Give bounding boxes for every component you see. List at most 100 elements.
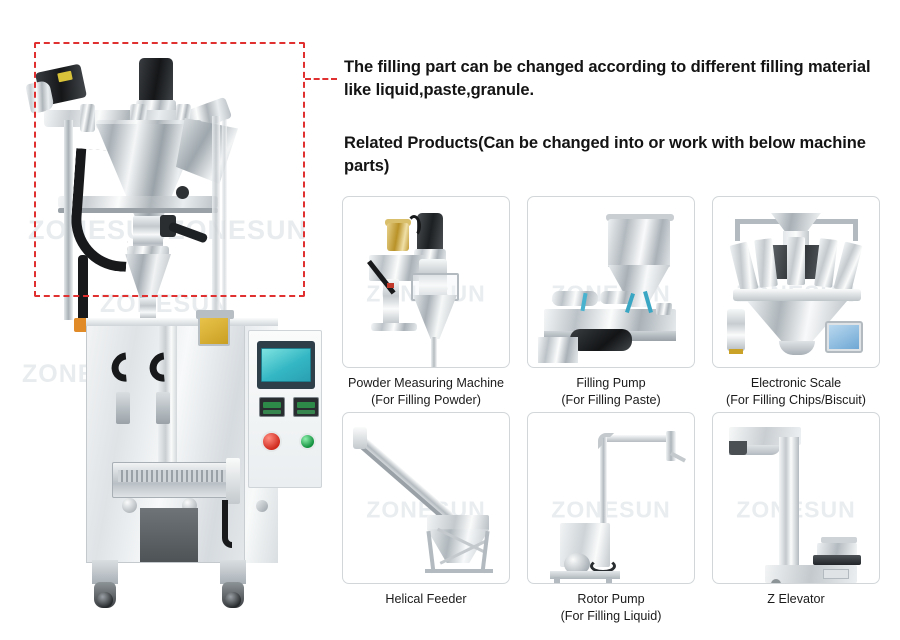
rail-clamp <box>80 104 95 132</box>
product-title: Z Elevator <box>767 592 825 607</box>
pipe-elbow <box>598 433 614 450</box>
control-panel[interactable] <box>248 330 322 488</box>
product-caption: Electronic Scale (For Filling Chips/Bisc… <box>712 375 880 408</box>
weigh-bucket <box>729 241 759 293</box>
hopper-lid <box>606 214 674 221</box>
discharge-nozzle <box>140 298 156 324</box>
powder-cone <box>413 295 457 339</box>
sealing-bar <box>118 470 226 482</box>
product-card[interactable]: ZONESUN <box>342 412 510 585</box>
related-products-grid: ZONESUN <box>342 196 898 624</box>
control-box <box>823 569 849 580</box>
hmi-touchscreen[interactable] <box>261 348 311 382</box>
product-subtitle: (For Filling Paste) <box>561 392 661 407</box>
stand-base <box>538 337 578 363</box>
product-caption: Z Elevator <box>712 591 880 608</box>
display-segment <box>263 410 281 414</box>
horizontal-pipe <box>602 435 674 443</box>
caster-wheel <box>94 582 116 608</box>
discharge-opening <box>140 508 198 562</box>
product-caption: Filling Pump (For Filling Paste) <box>527 375 695 408</box>
powder-measuring-machine-illustration <box>343 197 509 367</box>
hopper-flange <box>127 246 169 256</box>
weigh-bucket <box>787 237 805 285</box>
info-panel: The filling part can be changed accordin… <box>330 0 900 640</box>
weigh-bucket <box>833 241 863 293</box>
cable-loop <box>407 215 421 237</box>
brass-cylinder <box>387 223 409 251</box>
product-cell-rotor-pump: ZONESUN <box>527 412 695 624</box>
start-button[interactable] <box>299 433 316 450</box>
hopper-neck <box>133 216 163 250</box>
film-pull-belt <box>156 392 170 424</box>
digital-controller[interactable] <box>259 397 285 417</box>
product-cell-electronic-scale: ZONESUN <box>712 196 880 408</box>
product-caption: Rotor Pump (For Filling Liquid) <box>527 591 695 624</box>
machine-leg <box>92 560 118 584</box>
sensor-bracket <box>196 310 234 319</box>
power-cord <box>222 500 232 548</box>
frame-arm <box>853 219 858 241</box>
mid-rail <box>58 196 218 208</box>
tall-guide-rod <box>222 120 227 450</box>
frame-base <box>425 569 493 574</box>
product-cell-powder-measuring-machine: ZONESUN <box>342 196 510 408</box>
helical-feeder-illustration <box>343 413 509 583</box>
discharge-chute <box>729 441 747 456</box>
scale-touchscreen <box>829 325 859 349</box>
vertical-post-left <box>64 120 73 320</box>
product-title: Electronic Scale <box>750 376 842 390</box>
feed-tray <box>821 537 857 544</box>
product-card[interactable]: ZONESUN <box>527 412 695 585</box>
headline-filling-part: The filling part can be changed accordin… <box>344 58 871 100</box>
film-pull-belt <box>116 392 130 424</box>
collector-ring <box>733 289 861 301</box>
auger-tube <box>431 337 437 367</box>
adjust-knob <box>176 186 189 199</box>
product-card[interactable]: ZONESUN <box>712 412 880 585</box>
hopper-rim <box>427 515 489 532</box>
digital-controller[interactable] <box>293 397 319 417</box>
auger-body <box>419 259 447 301</box>
display-segment <box>297 402 315 408</box>
adjustable-foot <box>554 577 560 584</box>
piston-cylinder <box>600 291 634 304</box>
feed-hopper <box>427 529 489 564</box>
piston-cylinder <box>552 291 598 306</box>
product-card[interactable]: ZONESUN <box>712 196 880 368</box>
display-segment <box>297 410 315 414</box>
electronic-scale-illustration <box>713 197 879 367</box>
dark-cover <box>570 329 632 351</box>
product-cell-filling-pump: ZONESUN <box>527 196 695 408</box>
headline-related-products: Related Products(Can be changed into or … <box>344 134 866 176</box>
vertical-column <box>779 437 799 574</box>
filling-nozzle <box>656 303 672 315</box>
rotor-pump-illustration <box>528 413 694 584</box>
product-title: Filling Pump <box>576 376 646 390</box>
vertical-pipe <box>600 437 607 554</box>
cabinet-top-edge <box>86 318 278 326</box>
filling-part-callout-box <box>34 42 305 297</box>
discharge-chute <box>779 341 815 355</box>
product-title: Helical Feeder <box>385 592 467 607</box>
product-cell-z-elevator: ZONESUN Z Elevator <box>712 412 880 624</box>
z-elevator-illustration <box>713 413 879 584</box>
arm-underside <box>729 445 781 456</box>
rotor-pump-head <box>564 553 590 576</box>
emergency-stop-button[interactable] <box>261 431 282 452</box>
product-subtitle: (For Filling Chips/Biscuit) <box>726 392 866 407</box>
paste-hopper <box>608 219 670 267</box>
product-card[interactable]: ZONESUN <box>342 196 510 368</box>
brass-cap <box>385 219 411 226</box>
frame-arm <box>735 219 740 241</box>
product-cell-helical-feeder: ZONESUN Helical Feed <box>342 412 510 624</box>
product-card[interactable]: ZONESUN <box>527 196 695 368</box>
base-plate <box>550 571 620 580</box>
caster-wheel <box>771 579 781 584</box>
filling-pump-illustration <box>528 197 694 367</box>
display-segment <box>263 402 281 408</box>
door-latch[interactable] <box>256 500 268 512</box>
product-subtitle: (For Filling Powder) <box>371 392 481 407</box>
yellow-sensor-box <box>198 316 230 346</box>
